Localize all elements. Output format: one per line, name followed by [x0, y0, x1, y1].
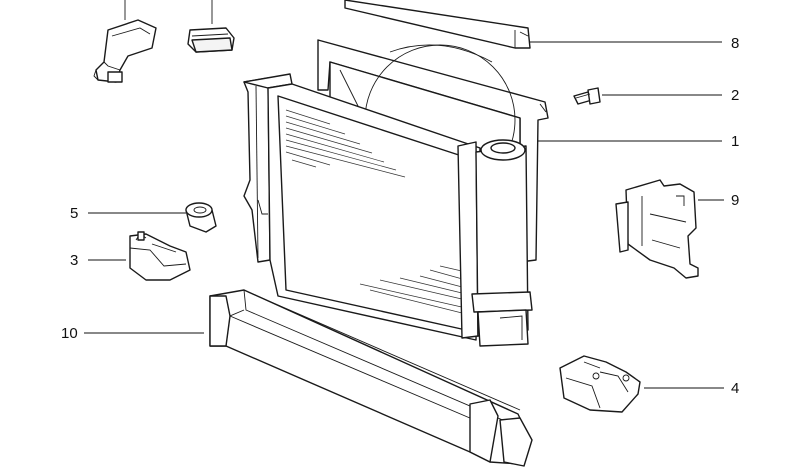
callout-1: 1 — [731, 133, 739, 150]
left-mount-part[interactable] — [129, 231, 191, 281]
callout-labels: 8 2 1 9 5 3 10 4 — [61, 35, 739, 397]
top-rail-part[interactable] — [344, 0, 531, 49]
right-bracket-part[interactable] — [615, 179, 699, 279]
callout-5: 5 — [70, 205, 78, 222]
right-mount-part[interactable] — [559, 355, 641, 413]
callout-2: 2 — [731, 87, 739, 104]
leader-lines — [84, 41, 724, 389]
callout-4: 4 — [731, 380, 739, 397]
radiator-part[interactable] — [243, 73, 533, 347]
callout-8: 8 — [731, 35, 739, 52]
grommet-part[interactable] — [185, 202, 217, 233]
rubber-block-part[interactable] — [187, 0, 235, 53]
lower-crossmember-part[interactable] — [209, 289, 533, 467]
callout-3: 3 — [70, 252, 78, 269]
top-clip-part[interactable] — [93, 0, 157, 83]
callout-9: 9 — [731, 192, 739, 209]
pin-part[interactable] — [573, 87, 601, 105]
callout-10: 10 — [61, 325, 78, 342]
